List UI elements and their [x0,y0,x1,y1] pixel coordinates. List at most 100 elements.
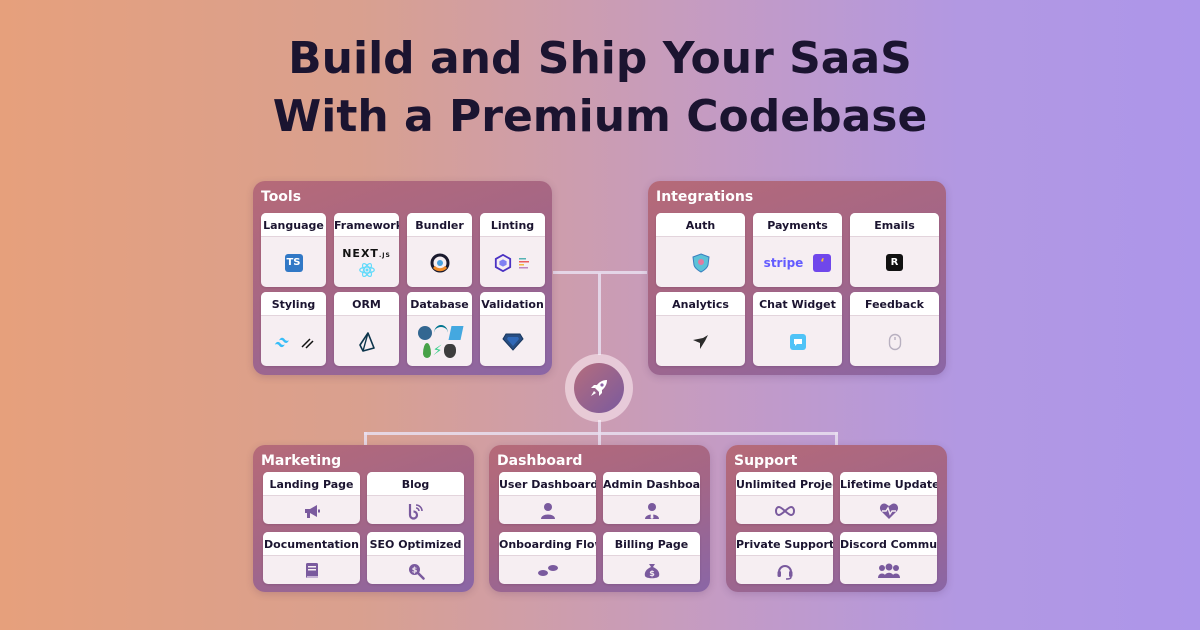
marketing-card: Blog [367,472,464,524]
drizzle-icon [444,343,457,358]
mysql-icon [433,325,448,341]
nextjs-logo: NEXT.JS [342,247,391,260]
dashboard-card: Billing Page $ [603,532,700,584]
card-label: Documentation [263,532,360,556]
card-label: ORM [334,292,399,316]
infinity-icon [774,505,795,516]
integration-card-feedback: Feedback [850,292,939,366]
support-card: Discord Community [840,532,937,584]
card-label: Linting [480,213,545,237]
shadcn-icon [300,337,314,349]
card-label: Chat Widget [753,292,842,316]
prettier-icon [518,257,529,268]
admin-icon [644,502,659,519]
card-label: Landing Page [263,472,360,496]
tool-card-bundler: Bundler [407,213,472,287]
connector-top-vertical [598,273,601,355]
typescript-icon: TS [284,253,303,272]
connector-right-drop [835,432,838,446]
card-label: Admin Dashboard [603,472,700,496]
mongodb-icon [422,343,431,358]
dashboard-card: Admin Dashboard [603,472,700,524]
dashboard-card: User Dashboard [499,472,596,524]
sqlite-icon [448,326,463,340]
postgres-icon [417,326,432,340]
headline: Build and Ship Your SaaS With a Premium … [0,30,1200,146]
support-card: Unlimited Projects [736,472,833,524]
integrations-title: Integrations [656,189,754,205]
integration-card-chat-widget: Chat Widget [753,292,842,366]
dashboard-panel: Dashboard User Dashboard Admin Dashboard… [489,445,710,592]
bundler-icon [430,253,449,272]
hub [574,363,624,413]
zod-icon [501,333,524,351]
tool-card-validation: Validation [480,292,545,366]
marketing-title: Marketing [261,453,342,469]
auth-shield-icon [691,252,710,273]
dashboard-card: Onboarding Flow [499,532,596,584]
support-card: Lifetime Updates [840,472,937,524]
connector-bottom-horizontal [364,432,838,435]
money-bag-icon: $ [644,563,659,578]
resend-icon: R [886,254,903,271]
tool-card-styling: Styling [261,292,326,366]
hub-ring [565,354,633,422]
integration-card-emails: Emails R [850,213,939,287]
integration-card-auth: Auth [656,213,745,287]
integrations-panel: Integrations Auth Payments stripe ʻ Emai… [648,181,946,375]
card-label: Private Support [736,532,833,556]
footsteps-icon [537,564,558,576]
card-label: Unlimited Projects [736,472,833,496]
tool-card-linting: Linting [480,213,545,287]
chat-bubble-icon [789,333,806,350]
card-label: Styling [261,292,326,316]
headset-icon [777,564,792,580]
marketing-card: Documentation [263,532,360,584]
card-label: Discord Community [840,532,937,556]
tool-card-language: Language TS [261,213,326,287]
card-label: Blog [367,472,464,496]
card-label: Analytics [656,292,745,316]
card-label: Billing Page [603,532,700,556]
stripe-logo: stripe [763,255,804,270]
marketing-panel: Marketing Landing Page Blog Documentatio… [253,445,474,592]
connector-top-horizontal [553,271,647,274]
user-icon [540,502,555,519]
feedback-mouse-icon [888,333,901,350]
marketing-card: SEO Optimized $ [367,532,464,584]
card-label: Database [407,292,472,316]
lemon-squeezy-icon: ʻ [813,253,832,272]
tool-card-framework: Framework NEXT.JS [334,213,399,287]
heartbeat-icon [879,503,898,519]
connector-left-drop [364,432,367,446]
card-label: Emails [850,213,939,237]
headline-line-1: Build and Ship Your SaaS [288,33,912,84]
card-label: SEO Optimized [367,532,464,556]
integration-card-analytics: Analytics [656,292,745,366]
dashboard-title: Dashboard [497,453,583,469]
rocket-icon [591,380,607,396]
react-icon [358,262,375,278]
tailwind-icon [274,337,289,347]
card-label: Framework [334,213,399,237]
prisma-icon [358,331,375,352]
tools-title: Tools [261,189,302,205]
book-icon [305,562,318,578]
blog-icon [408,503,423,520]
card-label: Auth [656,213,745,237]
card-label: Validation [480,292,545,316]
eslint-icon [494,253,511,272]
svg-text:$: $ [411,565,417,574]
tools-panel: Tools Language TS Framework NEXT.JS Bund… [253,181,552,375]
megaphone-icon [304,504,320,518]
tool-card-orm: ORM [334,292,399,366]
analytics-bird-icon [692,334,708,349]
card-label: Feedback [850,292,939,316]
card-label: Lifetime Updates [840,472,937,496]
card-label: Onboarding Flow [499,532,596,556]
support-title: Support [734,453,798,469]
card-label: Bundler [407,213,472,237]
support-card: Private Support [736,532,833,584]
svg-text:$: $ [649,569,655,578]
supabase-icon: ⚡ [432,342,443,359]
